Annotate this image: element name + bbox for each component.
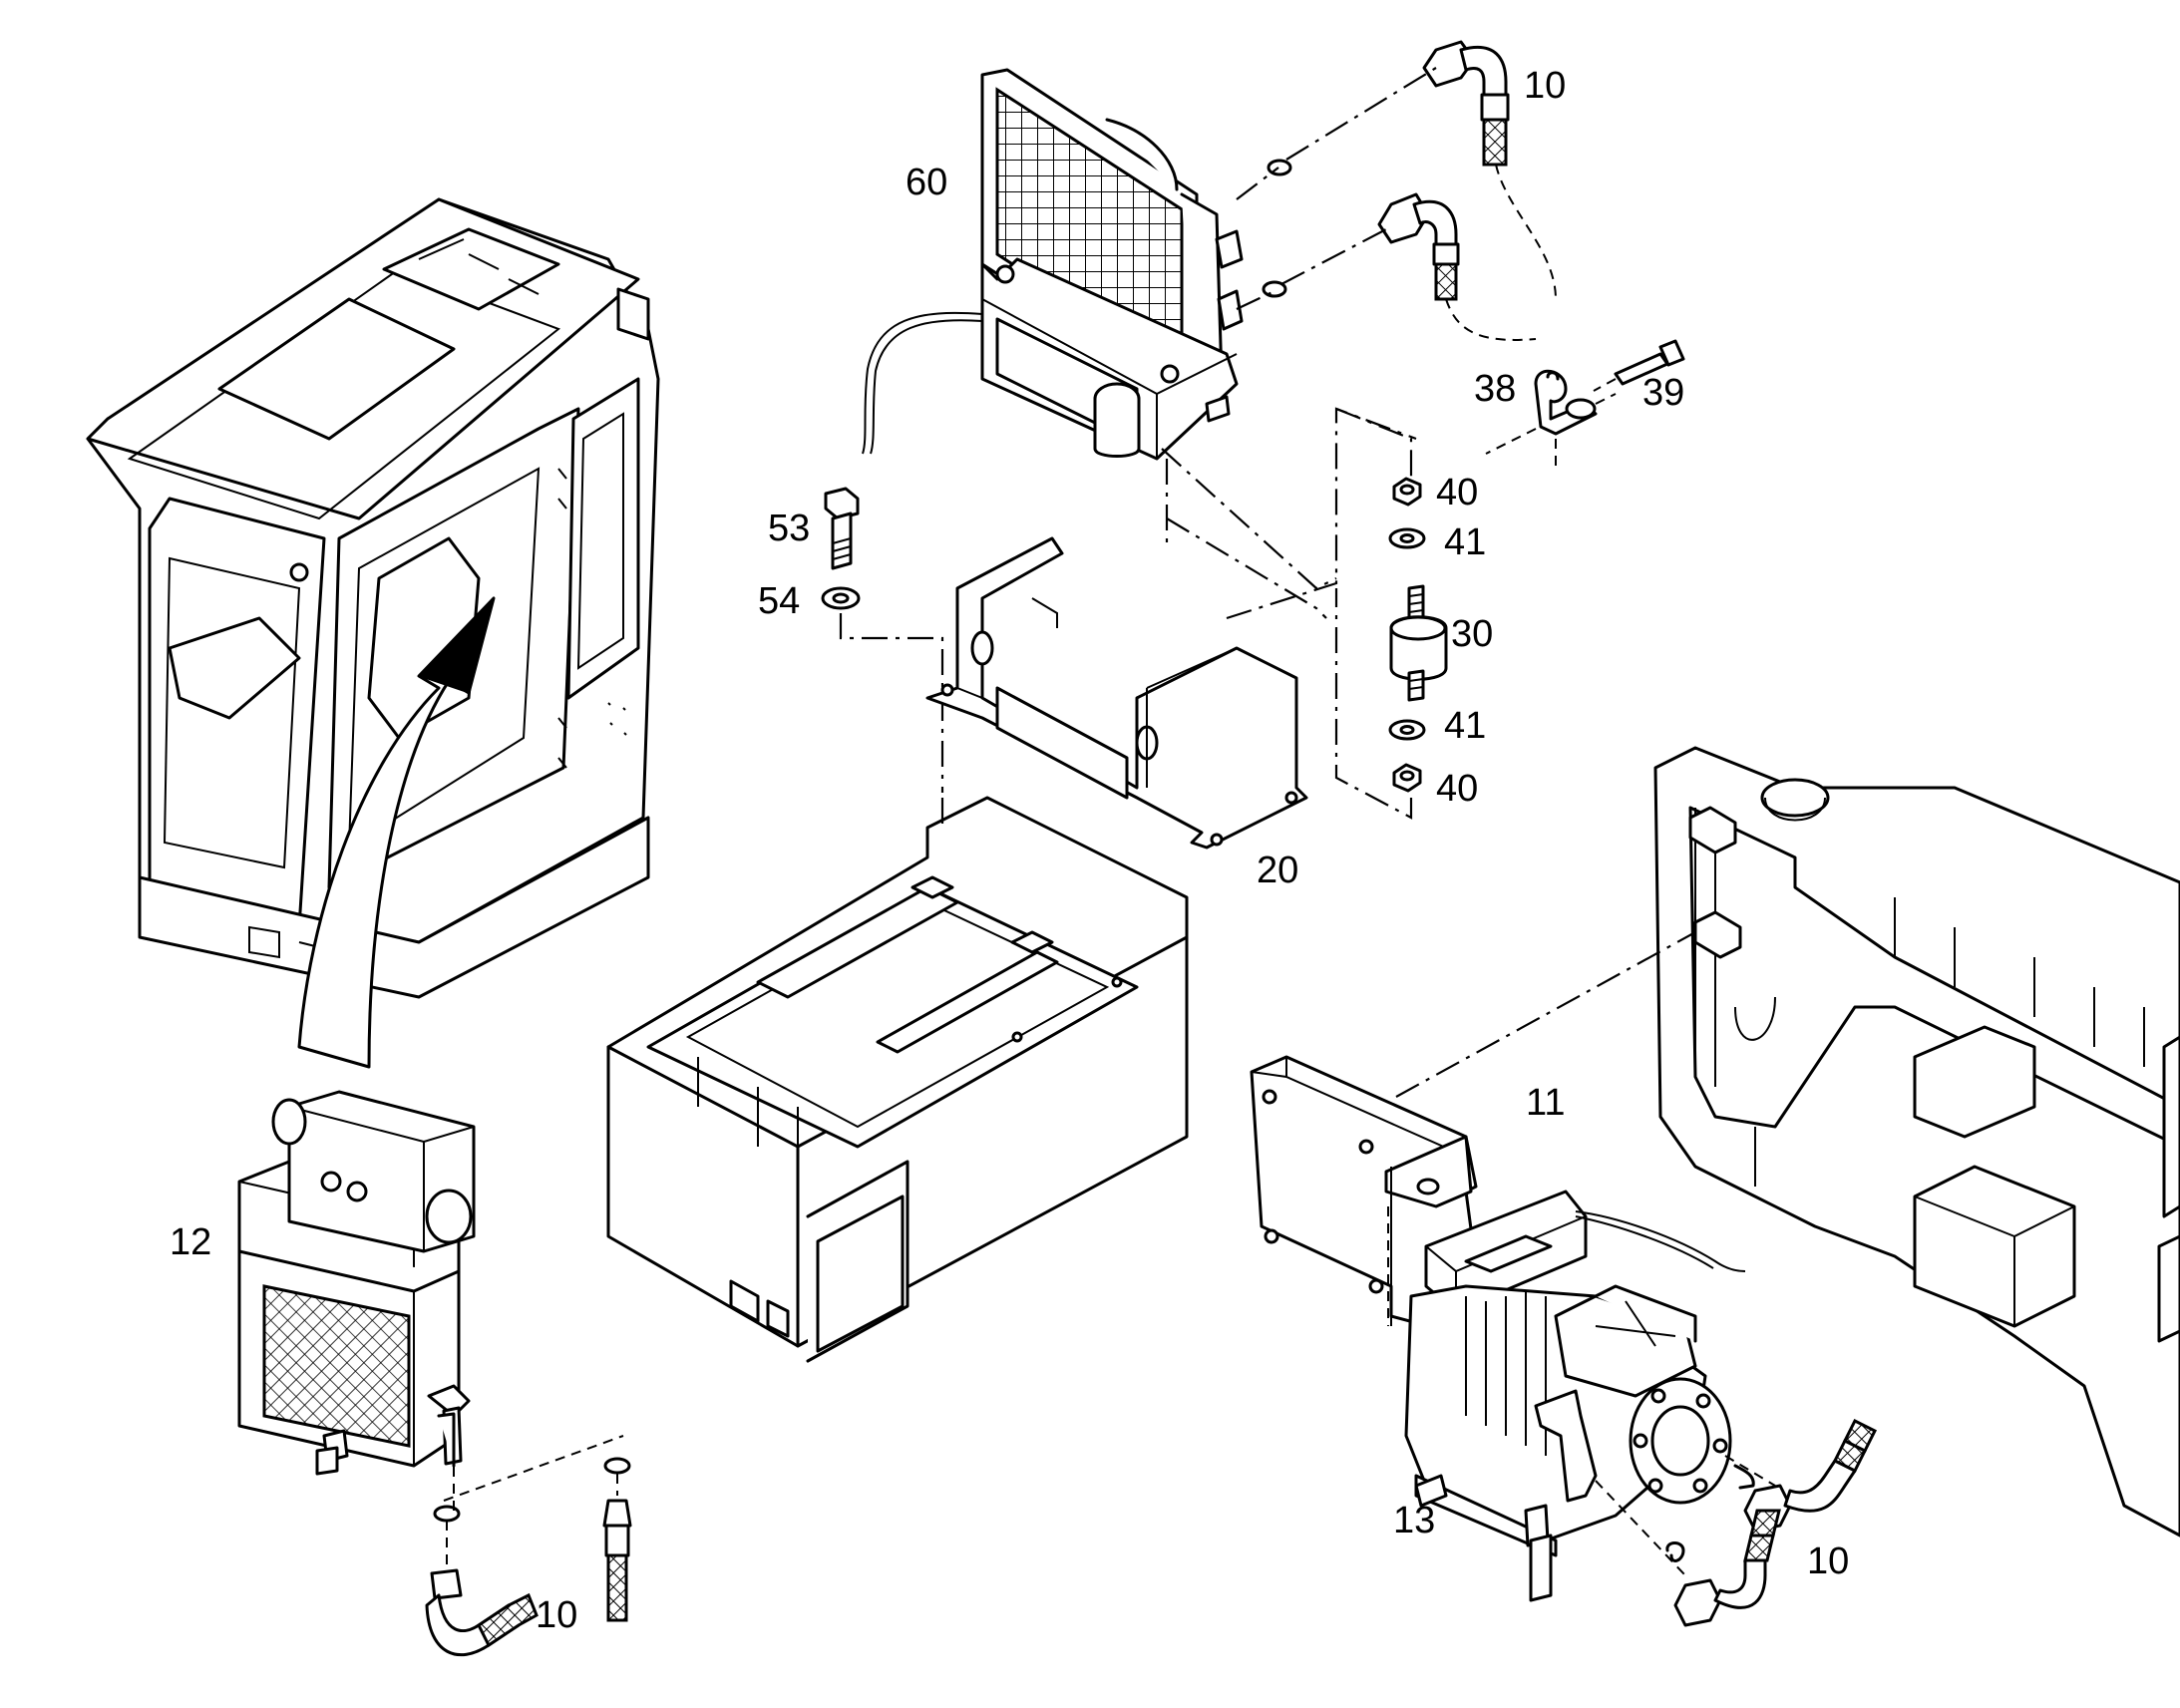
bolt-39: [1593, 339, 1685, 392]
compressor: [1387, 1190, 1746, 1602]
callout-labels: 10 60 38 39 40 41 53 54 30 41 40 20 11 1…: [170, 65, 1849, 1636]
bolt-53: [824, 487, 860, 570]
condenser-unit: [862, 68, 1244, 461]
isolator-leader: [1334, 407, 1413, 820]
callout-11: 11: [1526, 1082, 1565, 1124]
nut-40-bottom: [1392, 763, 1422, 793]
mounting-tray: [606, 796, 1189, 1363]
compressor-bracket: [1250, 1055, 1478, 1338]
frame-leader: [1395, 931, 1696, 1098]
bolt-53-leader: [839, 613, 944, 793]
callout-10-heater: 10: [536, 1594, 577, 1636]
callout-20: 20: [1257, 850, 1298, 891]
callout-40-bottom: 40: [1436, 768, 1478, 810]
callout-41-top: 41: [1444, 521, 1486, 563]
hose-clamp: [1485, 369, 1617, 469]
heater-unit: [237, 1090, 476, 1476]
upperstructure-frame: [1653, 746, 2180, 1537]
washer-54: [821, 586, 861, 610]
washer-41-bottom: [1388, 719, 1426, 741]
callout-40-top: 40: [1436, 472, 1478, 513]
callout-12: 12: [170, 1221, 211, 1263]
callout-10-compressor: 10: [1807, 1540, 1849, 1582]
callout-10-condenser: 10: [1524, 65, 1566, 107]
washer-41-top: [1388, 527, 1426, 549]
callout-30: 30: [1451, 613, 1493, 655]
callout-53: 53: [768, 508, 810, 549]
callout-60: 60: [906, 162, 947, 203]
condenser-bracket: [925, 407, 1417, 850]
callout-38: 38: [1474, 368, 1516, 410]
callout-13: 13: [1393, 1500, 1435, 1541]
compressor-hose-fittings: [1595, 1418, 1878, 1627]
callout-41-bottom: 41: [1444, 705, 1486, 747]
heater-hose-fittings: [425, 1416, 632, 1656]
nut-40-top: [1392, 477, 1422, 507]
callout-54: 54: [758, 580, 800, 622]
isolator-mount-30: [1389, 584, 1448, 702]
location-arrow: [297, 596, 496, 1069]
condenser-hose-fittings: [1236, 40, 1557, 341]
callout-39: 39: [1642, 372, 1684, 414]
